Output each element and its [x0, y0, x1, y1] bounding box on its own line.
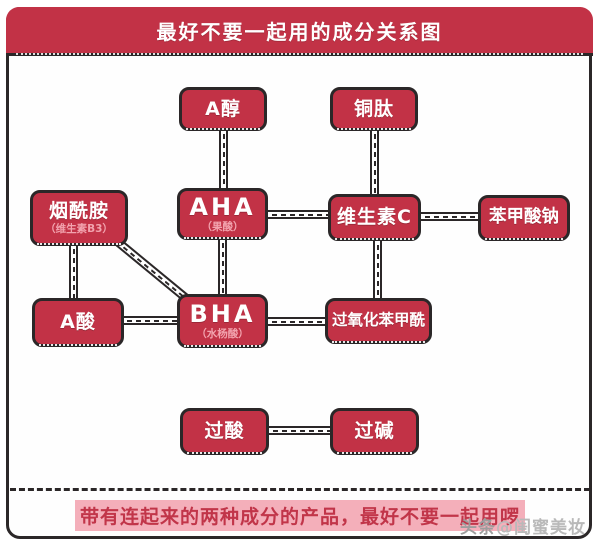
node-retinol: A醇	[179, 87, 267, 131]
outer-frame	[6, 7, 592, 539]
watermark-platform: 头条	[460, 518, 496, 538]
node-retinoic-acid: A酸	[32, 298, 124, 347]
node-bha-label: BHA	[189, 300, 256, 329]
edge-overacid-overalkali	[264, 426, 334, 435]
node-copper-peptide-label: 铜肽	[353, 97, 394, 120]
node-over-alkali-label: 过碱	[354, 420, 395, 443]
node-sodium-benzoate: 苯甲酸钠	[478, 195, 570, 241]
edge-retinoic-bha	[118, 316, 182, 325]
node-over-alkali: 过碱	[330, 408, 419, 455]
node-niacinamide: 烟酰胺 （维生素B3）	[30, 190, 128, 246]
node-bha-sublabel: （水杨酸）	[196, 328, 249, 341]
node-aha-label: AHA	[189, 193, 256, 222]
dashed-separator	[10, 488, 590, 491]
title-bar: 最好不要一起用的成分关系图	[6, 7, 593, 56]
node-niacinamide-label: 烟酰胺	[48, 199, 109, 222]
footer-tip: 带有连起来的两种成分的产品，最好不要一起用啰	[74, 500, 525, 531]
node-copper-peptide: 铜肽	[330, 87, 418, 131]
node-benzoyl-peroxide-label: 过氧化苯甲酰	[331, 311, 425, 330]
node-benzoyl-peroxide: 过氧化苯甲酰	[325, 298, 432, 344]
edge-aha-vitc	[263, 210, 333, 219]
node-vitamin-c: 维生素C	[328, 194, 421, 241]
edge-copperpeptide-vitc	[370, 125, 379, 201]
edge-vitc-benzoate	[416, 212, 482, 221]
watermark: 头条@闺蜜美妆	[460, 513, 586, 538]
edge-niacinamide-retinoic	[69, 240, 78, 304]
node-aha: AHA （果酸）	[177, 188, 268, 240]
edge-bha-bpo	[263, 317, 329, 326]
node-retinol-label: A醇	[205, 97, 241, 120]
node-niacinamide-sublabel: （维生素B3）	[45, 222, 113, 235]
node-retinoic-acid-label: A酸	[60, 311, 96, 334]
node-aha-sublabel: （果酸）	[201, 221, 244, 234]
page-title: 最好不要一起用的成分关系图	[156, 19, 443, 44]
node-over-acid: 过酸	[180, 408, 269, 455]
footer-tip-row: 带有连起来的两种成分的产品，最好不要一起用啰	[0, 500, 600, 531]
watermark-account: @闺蜜美妆	[496, 518, 586, 538]
node-bha: BHA （水杨酸）	[177, 294, 268, 348]
node-sodium-benzoate-label: 苯甲酸钠	[489, 207, 559, 228]
edge-vitc-bpo	[373, 236, 382, 304]
edge-aha-bha	[218, 234, 227, 300]
edge-retinol-aha	[219, 125, 228, 195]
node-vitamin-c-label: 维生素C	[337, 206, 412, 229]
node-over-acid-label: 过酸	[204, 420, 245, 443]
